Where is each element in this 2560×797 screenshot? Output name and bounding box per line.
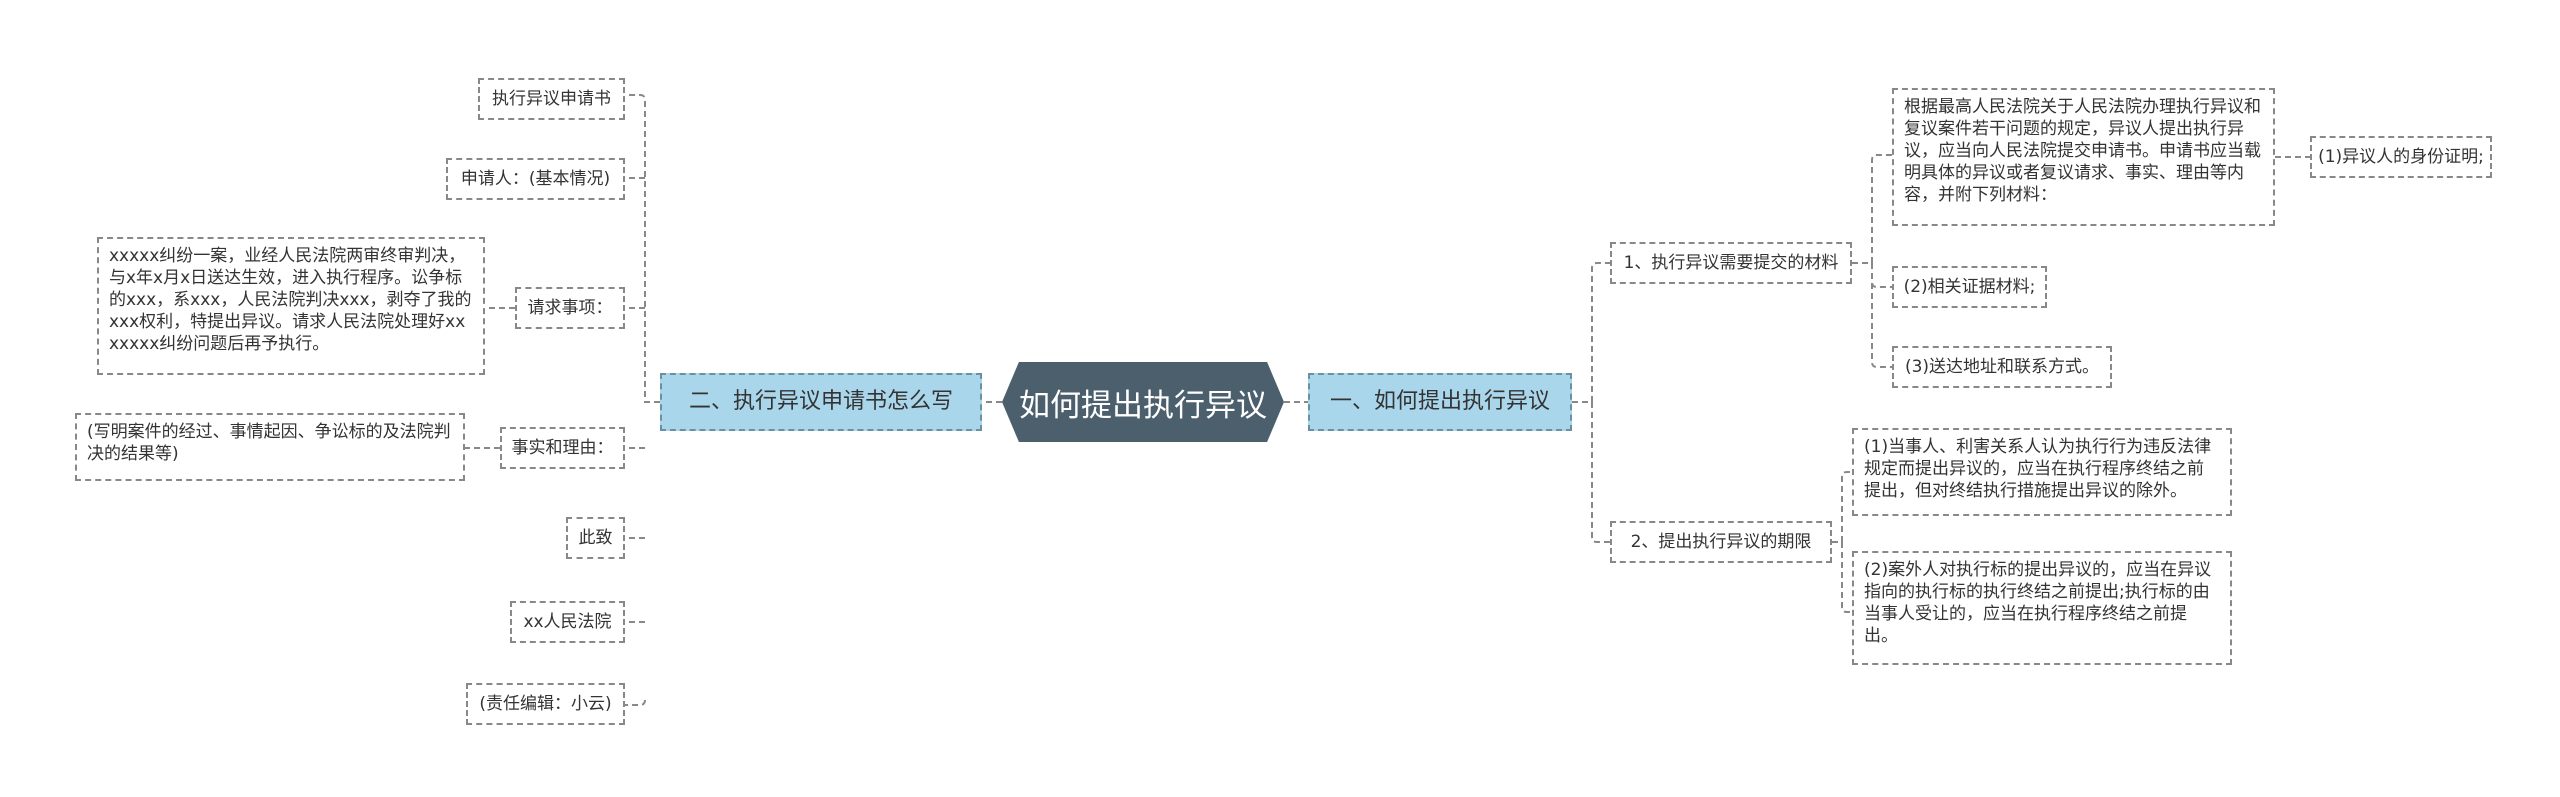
branch-how-to-object[interactable]: 一、如何提出执行异议 bbox=[1308, 373, 1572, 431]
node-request-text[interactable]: xxxxx纠纷一案，业经人民法院两审终审判决，与x年x月x日送达生效，进入执行程… bbox=[97, 237, 485, 375]
node-facts-text[interactable]: (写明案件的经过、事情起因、争讼标的及法院判决的结果等) bbox=[75, 413, 465, 481]
node-evidence[interactable]: (2)相关证据材料; bbox=[1892, 266, 2047, 308]
node-request-label[interactable]: 请求事项： bbox=[515, 287, 625, 329]
node-facts-label[interactable]: 事实和理由： bbox=[500, 427, 625, 469]
node-deadline-label[interactable]: 2、提出执行异议的期限 bbox=[1610, 521, 1832, 563]
node-materials-label[interactable]: 1、执行异议需要提交的材料 bbox=[1610, 242, 1852, 284]
node-application-title[interactable]: 执行异议申请书 bbox=[478, 78, 625, 120]
root-topic[interactable]: 如何提出执行异议 bbox=[1002, 362, 1284, 442]
branch-how-to-write[interactable]: 二、执行异议申请书怎么写 bbox=[660, 373, 982, 431]
node-closing[interactable]: 此致 bbox=[566, 517, 625, 559]
node-materials-intro[interactable]: 根据最高人民法院关于人民法院办理执行异议和复议案件若干问题的规定，异议人提出执行… bbox=[1892, 88, 2275, 226]
node-deadline-outsider[interactable]: (2)案外人对执行标的提出异议的，应当在异议指向的执行标的执行终结之前提出;执行… bbox=[1852, 551, 2232, 665]
node-address[interactable]: (3)送达地址和联系方式。 bbox=[1892, 346, 2112, 388]
node-identity-proof[interactable]: (1)异议人的身份证明; bbox=[2310, 136, 2492, 178]
node-deadline-party[interactable]: (1)当事人、利害关系人认为执行行为违反法律规定而提出异议的，应当在执行程序终结… bbox=[1852, 428, 2232, 516]
node-court[interactable]: xx人民法院 bbox=[510, 601, 625, 643]
node-applicant[interactable]: 申请人：(基本情况) bbox=[446, 158, 625, 200]
node-editor[interactable]: (责任编辑：小云) bbox=[466, 683, 625, 725]
